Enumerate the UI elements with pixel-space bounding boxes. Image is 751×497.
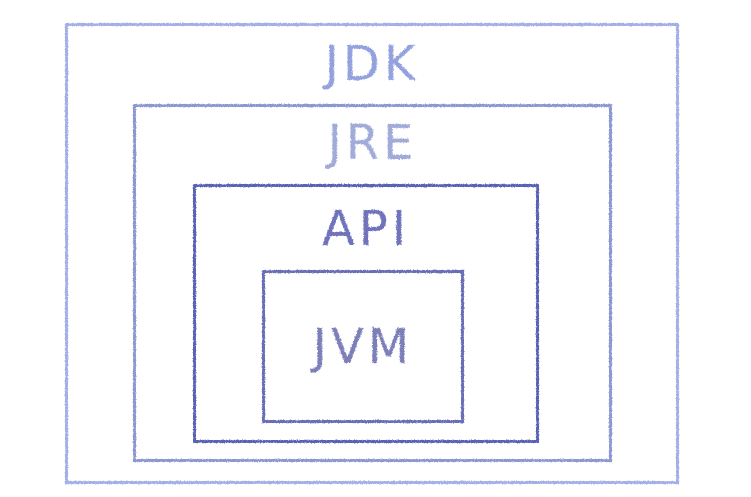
api-label: API xyxy=(322,201,410,257)
jvm-box: JVM xyxy=(262,270,464,423)
jvm-label: JVM xyxy=(312,319,414,375)
jre-label: JRE xyxy=(327,115,418,171)
jre-box: JRE xyxy=(133,104,612,462)
api-box: API xyxy=(193,184,539,443)
jdk-label: JDK xyxy=(324,36,420,92)
jdk-box: JDK xyxy=(65,23,679,484)
